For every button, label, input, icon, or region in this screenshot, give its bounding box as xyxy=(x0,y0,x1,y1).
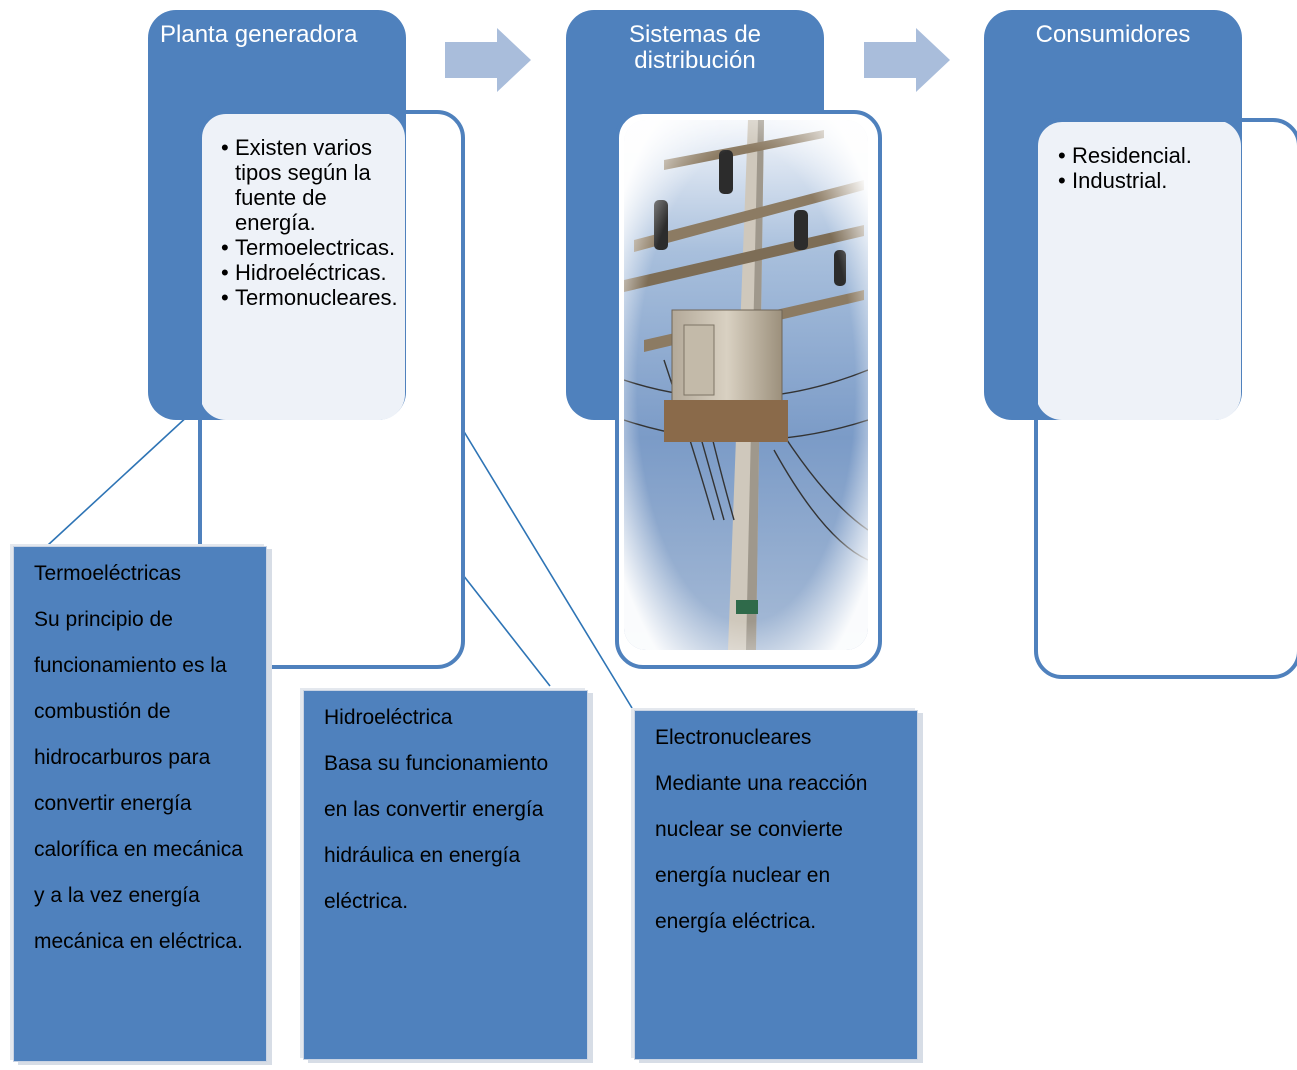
planta-bullet: Termonucleares. xyxy=(221,285,456,310)
consumidores-bullet-list: Residencial. Industrial. xyxy=(1058,143,1278,193)
connector-hidro xyxy=(462,574,551,687)
note-title-nuclear: Electronucleares xyxy=(655,726,812,749)
note-termoelectricas: Termoeléctricas Su principio de funciona… xyxy=(13,546,267,1062)
note-title-termo: Termoeléctricas xyxy=(34,562,182,585)
utility-pole-photo xyxy=(624,120,868,650)
right-arrow-icon xyxy=(445,28,531,92)
planta-bullet: Hidroeléctricas. xyxy=(221,260,456,285)
consumidores-bullet: Industrial. xyxy=(1058,168,1278,193)
planta-card-frame xyxy=(198,110,465,669)
note-hidroelectrica: Hidroeléctrica Basa su funcionamiento en… xyxy=(303,690,588,1060)
planta-bullet-list: Existen varios tipos según la fuente de … xyxy=(221,135,456,310)
note-body-nuclear: Mediante una reacción nuclear se convier… xyxy=(655,772,868,933)
stage-title-planta: Planta generadora xyxy=(160,21,358,48)
planta-bullet: Termoelectricas. xyxy=(221,235,456,260)
consumidores-card-frame xyxy=(1034,118,1297,679)
note-electronucleares: Electronucleares Mediante una reacción n… xyxy=(634,710,918,1060)
stage-title-consumidores: Consumidores xyxy=(1035,21,1191,48)
consumidores-bullet: Residencial. xyxy=(1058,143,1278,168)
note-title-hidro: Hidroeléctrica xyxy=(324,706,453,729)
right-arrow-icon xyxy=(864,28,950,92)
planta-bullet: Existen varios tipos según la fuente de … xyxy=(221,135,405,235)
connector-nuclear xyxy=(462,429,633,709)
note-body-termo: Su principio de funcionamiento es la com… xyxy=(34,608,243,953)
note-body-hidro: Basa su funcionamiento en las convertir … xyxy=(324,752,549,913)
stage-title-distribucion: Sistemas de distribución xyxy=(628,21,762,74)
